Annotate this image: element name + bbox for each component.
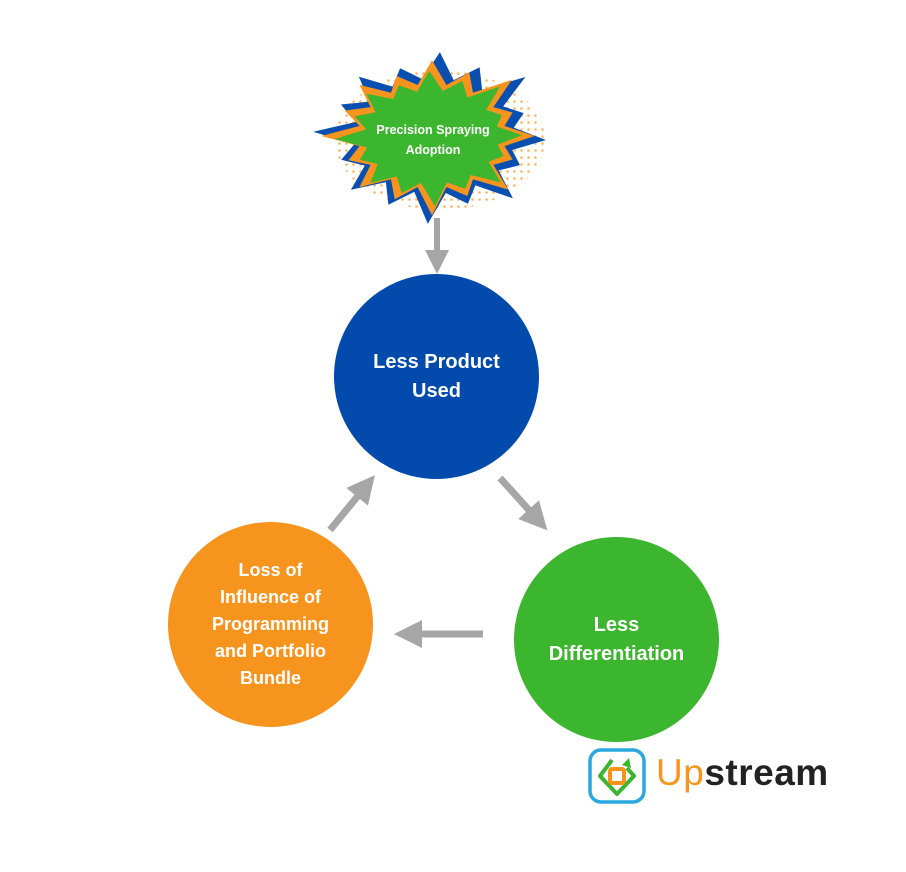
node-loss-of-influence: Loss of Influence of Programming and Portfo… xyxy=(168,522,373,727)
node-label-line: Influence of xyxy=(219,587,321,607)
logo-part-stream: stream xyxy=(704,752,829,793)
node-label-line: Programming xyxy=(211,614,330,634)
trigger-label-line: Precision Spraying xyxy=(376,123,490,137)
trigger-label: Precision Spraying Adoption xyxy=(353,120,513,160)
arrow-loss-to-less-product xyxy=(327,475,375,533)
node-label-line: Differentiation xyxy=(548,642,685,665)
node-label-line: and Portfolio xyxy=(215,641,326,661)
arrow-less-product-to-differentiation xyxy=(497,475,548,531)
node-label-line: Bundle xyxy=(240,668,301,688)
upstream-logo-icon xyxy=(588,748,646,804)
node-label-line: Used xyxy=(412,379,461,402)
trigger-label-line: Adoption xyxy=(405,143,461,157)
starburst xyxy=(313,52,546,224)
node-label-line: Loss of xyxy=(238,560,303,580)
upstream-logo: Upstream xyxy=(656,752,829,794)
logo-part-up: Up xyxy=(656,752,705,793)
node-label-line: Less xyxy=(593,613,640,636)
arrows xyxy=(327,218,548,648)
node-label-line: Less Product xyxy=(373,350,500,373)
